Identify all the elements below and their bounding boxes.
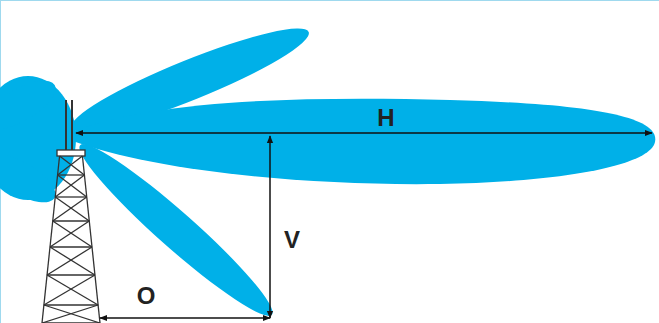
tower-brace <box>42 322 100 323</box>
tower-brace <box>50 247 95 275</box>
tower-brace <box>50 246 92 247</box>
tower-brace <box>42 305 98 323</box>
dimension-v <box>269 136 271 318</box>
tower-brace <box>58 174 85 175</box>
dimension-o <box>100 317 270 319</box>
antenna-element <box>66 100 72 150</box>
tower-brace <box>55 175 84 197</box>
back-side-lobe <box>0 71 63 139</box>
dimension-label: O <box>137 284 156 308</box>
tower-brace <box>55 196 86 197</box>
back-side-lobe <box>0 144 63 212</box>
tower-brace <box>53 221 92 247</box>
dimension-label: H <box>377 106 394 130</box>
tower-brace <box>55 197 89 221</box>
tower-brace <box>44 275 95 305</box>
dimension-label: V <box>284 228 300 252</box>
tower-brace <box>53 220 90 221</box>
tower-brace <box>58 156 83 175</box>
lattice-tower <box>42 150 100 323</box>
dimension-h <box>76 132 652 134</box>
dimension-lines <box>76 133 652 318</box>
tower-brace <box>47 247 92 275</box>
tower-brace <box>50 221 89 247</box>
tower-brace <box>60 156 85 175</box>
tower-brace <box>53 197 87 221</box>
tower-brace <box>47 274 95 275</box>
radiation-lobes <box>0 14 655 323</box>
main-lobe <box>70 99 655 184</box>
tower-brace <box>44 304 98 305</box>
tower-brace <box>58 175 87 197</box>
frame-line <box>0 0 659 1</box>
tower-brace <box>47 275 98 305</box>
